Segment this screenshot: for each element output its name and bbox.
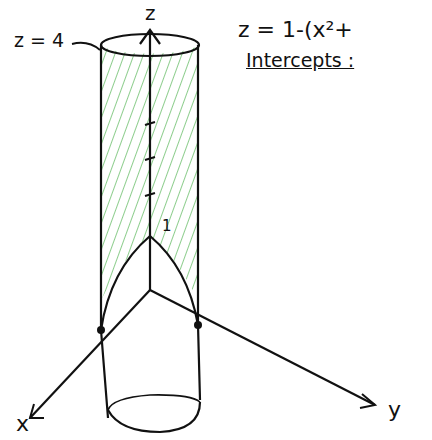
- cylinder-bottom: [108, 402, 200, 432]
- leader-line: [72, 43, 100, 50]
- tick-label: 1: [162, 218, 172, 235]
- cylinder-side: [198, 45, 200, 400]
- note-heading: Intercepts :: [246, 50, 354, 71]
- axis-arrow: [360, 394, 375, 408]
- y-axis: [150, 290, 375, 405]
- tick-mark: [145, 157, 155, 160]
- axis-label: y: [388, 398, 401, 422]
- axis-label: x: [16, 412, 29, 436]
- plane-label: z = 4: [14, 30, 64, 51]
- x-axis: [30, 290, 150, 418]
- intercept-dot: [194, 321, 202, 329]
- intercept-dot: [97, 326, 105, 334]
- cylinder-side: [101, 45, 108, 418]
- cylinder-bottom: [108, 395, 200, 410]
- equation: z = 1-(x²+: [238, 18, 353, 42]
- tick-mark: [145, 122, 155, 125]
- axis-arrow: [30, 404, 44, 418]
- axis-label: z: [145, 2, 156, 24]
- tick-mark: [145, 193, 155, 196]
- z-axis: [149, 32, 151, 290]
- axis-arrow: [140, 30, 160, 44]
